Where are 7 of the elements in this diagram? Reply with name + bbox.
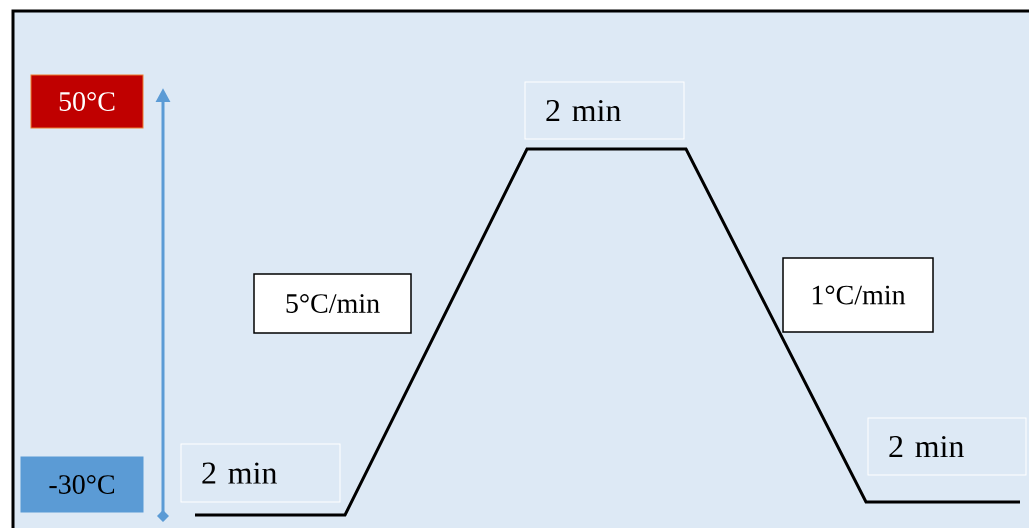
duration-box: 2 min bbox=[867, 417, 1027, 476]
rate-box: 1°C/min bbox=[782, 257, 934, 333]
rate-box: 5°C/min bbox=[253, 273, 412, 334]
temperature-box: 50°C bbox=[30, 74, 144, 129]
duration-box: 2 min bbox=[180, 443, 341, 503]
temperature-box: -30°C bbox=[20, 456, 144, 513]
duration-box: 2 min bbox=[524, 81, 685, 140]
